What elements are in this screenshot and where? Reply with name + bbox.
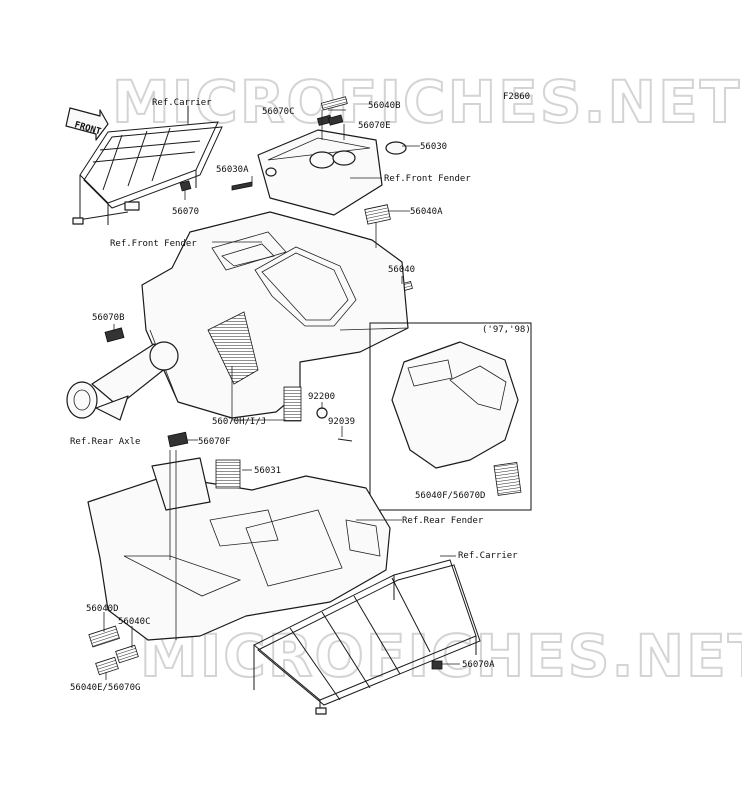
label-ref-carrier-top: Ref.Carrier [152, 98, 212, 108]
label-ref-rear-axle: Ref.Rear Axle [70, 437, 140, 447]
label-56040E-56070G: 56040E/56070G [70, 683, 140, 693]
rear-fender-illustration [87, 457, 391, 641]
label-56040C: 56040C [118, 617, 151, 627]
front-arrow-icon: FRONT [65, 107, 109, 141]
label-56070C: 56070C [262, 107, 295, 117]
label-56040: 56040 [388, 265, 415, 275]
carrier-top-illustration [72, 121, 223, 225]
decal-56040E-56070G [95, 656, 119, 676]
part-56030 [385, 141, 407, 155]
label-56030: 56030 [420, 142, 447, 152]
decal-56040F-56070D [493, 462, 522, 496]
front-fender-main-illustration [141, 211, 409, 419]
label-ref-carrier-bottom: Ref.Carrier [458, 551, 518, 561]
label-56040D: 56040D [86, 604, 119, 614]
decal-56040D [88, 625, 120, 648]
label-56070F: 56070F [198, 437, 231, 447]
label-ref-front-fender-b: Ref.Front Fender [110, 239, 197, 249]
decal-56070B [104, 327, 125, 343]
decal-56070HIJ [283, 386, 302, 422]
diagram-code: F2860 [503, 92, 530, 102]
label-56040F-56070D: 56040F/56070D [415, 491, 485, 501]
label-92039: 92039 [328, 417, 355, 427]
part-92039 [337, 438, 353, 442]
inset-frame [369, 322, 532, 511]
label-56030A: 56030A [216, 165, 249, 175]
label-56040B: 56040B [368, 101, 401, 111]
rear-axle-illustration [66, 341, 179, 421]
leader-lines [103, 106, 460, 680]
decal-56070F [167, 431, 189, 448]
part-92200 [316, 407, 328, 419]
decal-56031 [215, 459, 241, 489]
watermark-bottom: MICROFICHES.NET [140, 622, 742, 690]
part-56030A [231, 181, 253, 191]
label-56070E: 56070E [358, 121, 391, 131]
decal-56040A [364, 204, 391, 225]
label-56070B: 56070B [92, 313, 125, 323]
label-56070HIJ: 56070H/I/J [212, 417, 266, 427]
label-56070A: 56070A [462, 660, 495, 670]
label-inset: ('97,'98) [482, 325, 531, 335]
label-56031: 56031 [254, 466, 281, 476]
decal-56070 [179, 180, 192, 192]
label-92200: 92200 [308, 392, 335, 402]
label-ref-front-fender-a: Ref.Front Fender [384, 174, 471, 184]
label-56040A: 56040A [410, 207, 443, 217]
decal-56070E [327, 114, 344, 126]
label-ref-rear-fender: Ref.Rear Fender [402, 516, 484, 526]
carrier-bottom-illustration [253, 559, 481, 715]
front-fender-upper-illustration [257, 114, 383, 216]
decal-56070A [431, 660, 443, 670]
decal-56040C [115, 644, 139, 664]
decal-56040B [320, 96, 348, 111]
label-56070: 56070 [172, 207, 199, 217]
inset-fender-illustration [391, 341, 519, 469]
